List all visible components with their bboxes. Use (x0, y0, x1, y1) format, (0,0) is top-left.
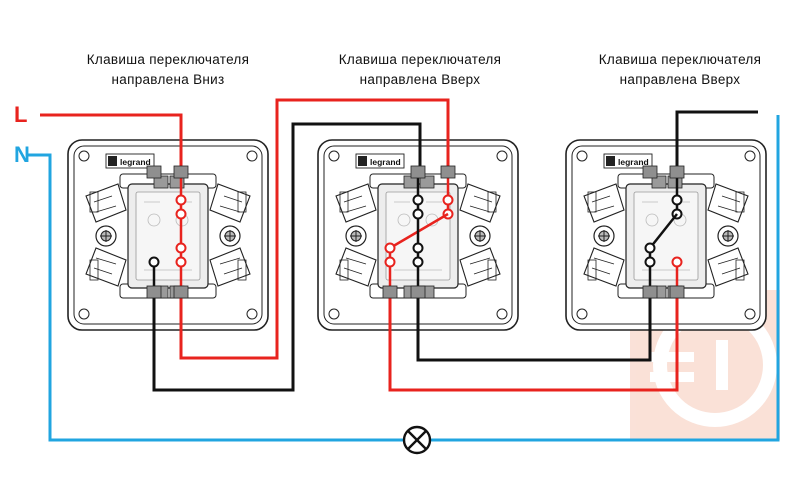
caption-1-line2: направлена Вниз (111, 72, 225, 87)
caption-2-line1: Клавиша переключателя (338, 52, 502, 67)
caption-3-line1: Клавиша переключателя (598, 52, 762, 67)
switch-3 (565, 139, 767, 331)
switch-1 (67, 139, 269, 331)
switch-2-contacts (384, 170, 454, 295)
caption-switch-2: Клавиша переключателя направлена Вверх (300, 50, 540, 90)
switch-3-contacts (644, 170, 683, 295)
brand-label-3: legrand (618, 157, 649, 167)
phase-wire-input (40, 113, 183, 170)
traveler-red-1 (179, 98, 450, 360)
caption-switch-3: Клавиша переключателя направлена Вверх (560, 50, 800, 90)
neutral-label: N (14, 142, 30, 167)
neutral-wire (28, 115, 780, 442)
brand-label-2: legrand (370, 157, 401, 167)
terminal-clamps (146, 165, 685, 299)
traveler-red-2 (388, 295, 679, 392)
switch-1-contacts (148, 170, 187, 295)
traveler-black-2 (416, 295, 652, 362)
phase-label: L (14, 102, 28, 127)
lamp-feed-wire (675, 110, 758, 170)
caption-1-line1: Клавиша переключателя (86, 52, 250, 67)
caption-3-line2: направлена Вверх (619, 72, 741, 87)
caption-2-line2: направлена Вверх (359, 72, 481, 87)
brand-label-1: legrand (120, 157, 151, 167)
traveler-black-1 (152, 122, 422, 392)
caption-switch-1: Клавиша переключателя направлена Вниз (48, 50, 288, 90)
lamp-icon (402, 425, 432, 455)
